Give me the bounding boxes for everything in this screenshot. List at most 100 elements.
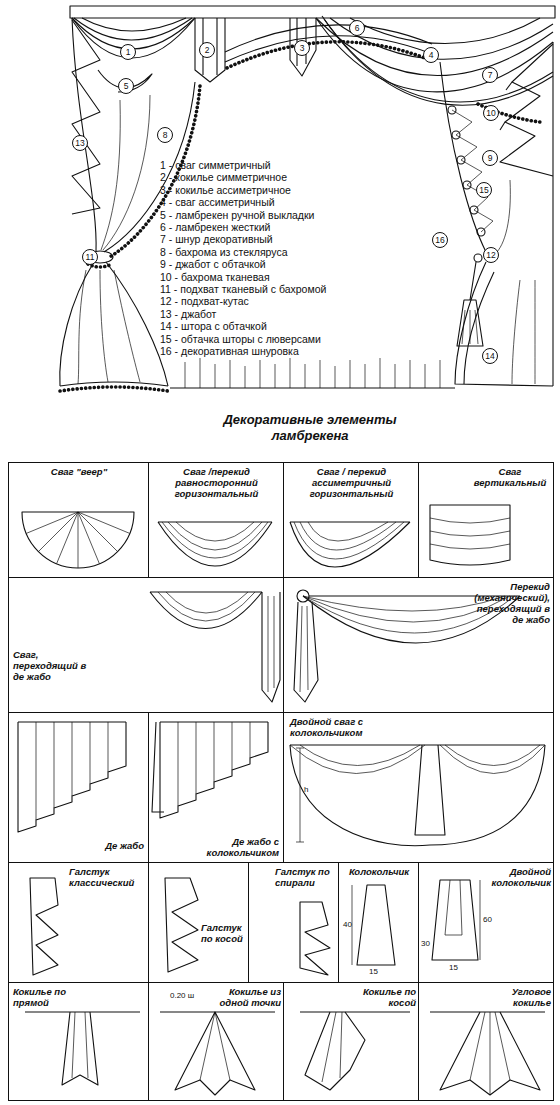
cascade-fold	[300, 606, 308, 692]
legend-entry: 9 - джабот с обтачкой	[160, 259, 266, 270]
swag-fold	[294, 522, 404, 559]
element-cell: Галстук классический	[8, 862, 149, 983]
element-cell: Кокилье из одной точки	[148, 982, 284, 1101]
cell-heading: Двойной колокольчик	[467, 867, 551, 889]
legend-entry: 1 - сваг симметричный	[160, 160, 271, 171]
callout-circle: 4	[423, 47, 439, 63]
legend-entry: 15 - обтачка шторы с люверсами	[160, 334, 321, 345]
legend-entry: 16 - декоративная шнуровка	[160, 346, 299, 357]
legend-text: 15 - обтачка шторы с люверсами	[160, 333, 321, 345]
tie-outline	[30, 878, 58, 975]
legend-text: 1 - сваг симметричный	[160, 159, 271, 171]
legend-text: 14 - штора с обтачкой	[160, 320, 267, 332]
legend-entry: 3 - кокилье ассиметричное	[160, 185, 291, 196]
cascade-outline	[262, 592, 280, 702]
cascade-fold	[268, 596, 274, 692]
legend-text: 8 - бахрома из стекляруса	[160, 246, 288, 258]
callout-number: 4	[429, 51, 434, 60]
legend-entry: 2 - кокилье симметричное	[160, 172, 287, 183]
legend-entry: 7 - шнур декоративный	[160, 234, 273, 245]
swag-outline	[430, 505, 510, 565]
curtain-fold	[101, 95, 150, 250]
callout-number: 8	[163, 131, 168, 140]
tassel-knot	[474, 254, 482, 262]
cell-heading: Кокилье по косой	[352, 987, 416, 1009]
swag-fold	[82, 18, 186, 31]
callout-number: 3	[300, 44, 305, 53]
cornice-board	[70, 6, 555, 18]
curtain-lining	[464, 272, 494, 384]
legend-entry: 6 - ламбрекен жесткий	[160, 222, 270, 233]
coquille-top	[430, 1011, 545, 1012]
swag-fold	[72, 18, 195, 49]
dimension-label: 30	[421, 940, 430, 948]
swag-fold	[330, 18, 553, 59]
callout-number: 11	[86, 253, 95, 262]
cell-heading: Галстук по спирали	[275, 867, 335, 889]
callout-circle: 8	[157, 127, 173, 143]
callout-number: 12	[486, 251, 495, 260]
cascade-outline	[290, 18, 316, 76]
swag-outline	[150, 592, 262, 629]
cell-heading: Де жабо с колокольчиком	[159, 837, 279, 859]
element-cell: Кокилье по косой	[283, 982, 419, 1101]
swag-fold	[74, 18, 192, 40]
legend-text: 2 - кокилье симметричное	[160, 171, 287, 183]
coquille-top	[160, 1011, 275, 1012]
cell-heading: Сваг "веер"	[13, 467, 145, 478]
legend-text: 4 - сваг ассиметричный	[160, 196, 275, 208]
jabot-outline	[18, 722, 126, 832]
callout-number: 2	[205, 46, 210, 55]
element-cell: Сваг /перекид равносторонний горизонталь…	[148, 462, 284, 578]
coquille-fold	[72, 1012, 88, 1078]
cascade-outline	[294, 602, 318, 702]
legend-text: 16 - декоративная шнуровка	[160, 345, 299, 357]
callout-number: 16	[435, 236, 444, 245]
callout-number: 15	[479, 186, 488, 195]
fan-swag	[22, 512, 134, 568]
legend-entry: 11 - подхват тканевый с бахромой	[160, 284, 326, 295]
swag-fold	[430, 518, 510, 549]
legend-text: 5 - ламбрекен ручной выкладки	[160, 209, 314, 221]
callout-number: 7	[488, 71, 493, 80]
jabot-outline	[160, 722, 268, 818]
legend-entry: 14 - штора с обтачкой	[160, 321, 267, 332]
sheer-fold	[185, 358, 440, 388]
element-cell: Сваг, переходящий в де жабо	[8, 577, 284, 713]
legend-entry: 4 - сваг ассиметричный	[160, 197, 275, 208]
swag-outline	[290, 745, 545, 846]
callout-circle: 5	[118, 78, 134, 94]
cell-heading: Перекид (механический), переходящий в де…	[474, 582, 550, 626]
tassel	[457, 300, 483, 346]
legend-entry: 8 - бахрома из стекляруса	[160, 247, 288, 258]
legend-text: 9 - джабот с обтачкой	[160, 258, 266, 270]
jabot-outline	[72, 20, 100, 214]
cell-heading: Де жабо	[79, 841, 144, 852]
bead-fringe	[60, 387, 168, 391]
callout-circle: 15	[476, 182, 492, 198]
cell-heading: Сваг /перекид равносторонний горизонталь…	[154, 467, 279, 500]
curtain-hem	[60, 382, 168, 386]
legend-text: 7 - шнур декоративный	[160, 233, 273, 245]
element-cell: Сваг "веер"	[8, 462, 149, 578]
legend-entry: 12 - подхват-кутас	[160, 296, 249, 307]
coquille-outline	[440, 1012, 540, 1095]
element-cell: Галстук по косой	[148, 862, 249, 983]
fabric-fringe	[478, 104, 540, 122]
jabot-lining	[500, 82, 512, 130]
swag-fold	[162, 522, 268, 558]
callout-number: 10	[486, 109, 495, 118]
lambrequin-fold	[98, 70, 152, 92]
dimension-label: 15	[369, 968, 378, 976]
dimension-line	[296, 748, 304, 842]
legend-entry: 13 - джабот	[160, 309, 216, 320]
cell-heading: Кокилье из одной точки	[217, 987, 281, 1009]
cell-heading: Галстук по косой	[201, 923, 247, 945]
bell	[432, 880, 478, 960]
element-cell: Перекид (механический), переходящий в де…	[283, 577, 554, 713]
legend-entry: 5 - ламбрекен ручной выкладки	[160, 210, 314, 221]
callout-circle: 12	[483, 247, 499, 263]
curtain-fold	[495, 180, 535, 384]
cell-heading: Сваг / перекид ассиметричный горизонталь…	[289, 467, 414, 500]
curtain-edge	[72, 18, 96, 252]
